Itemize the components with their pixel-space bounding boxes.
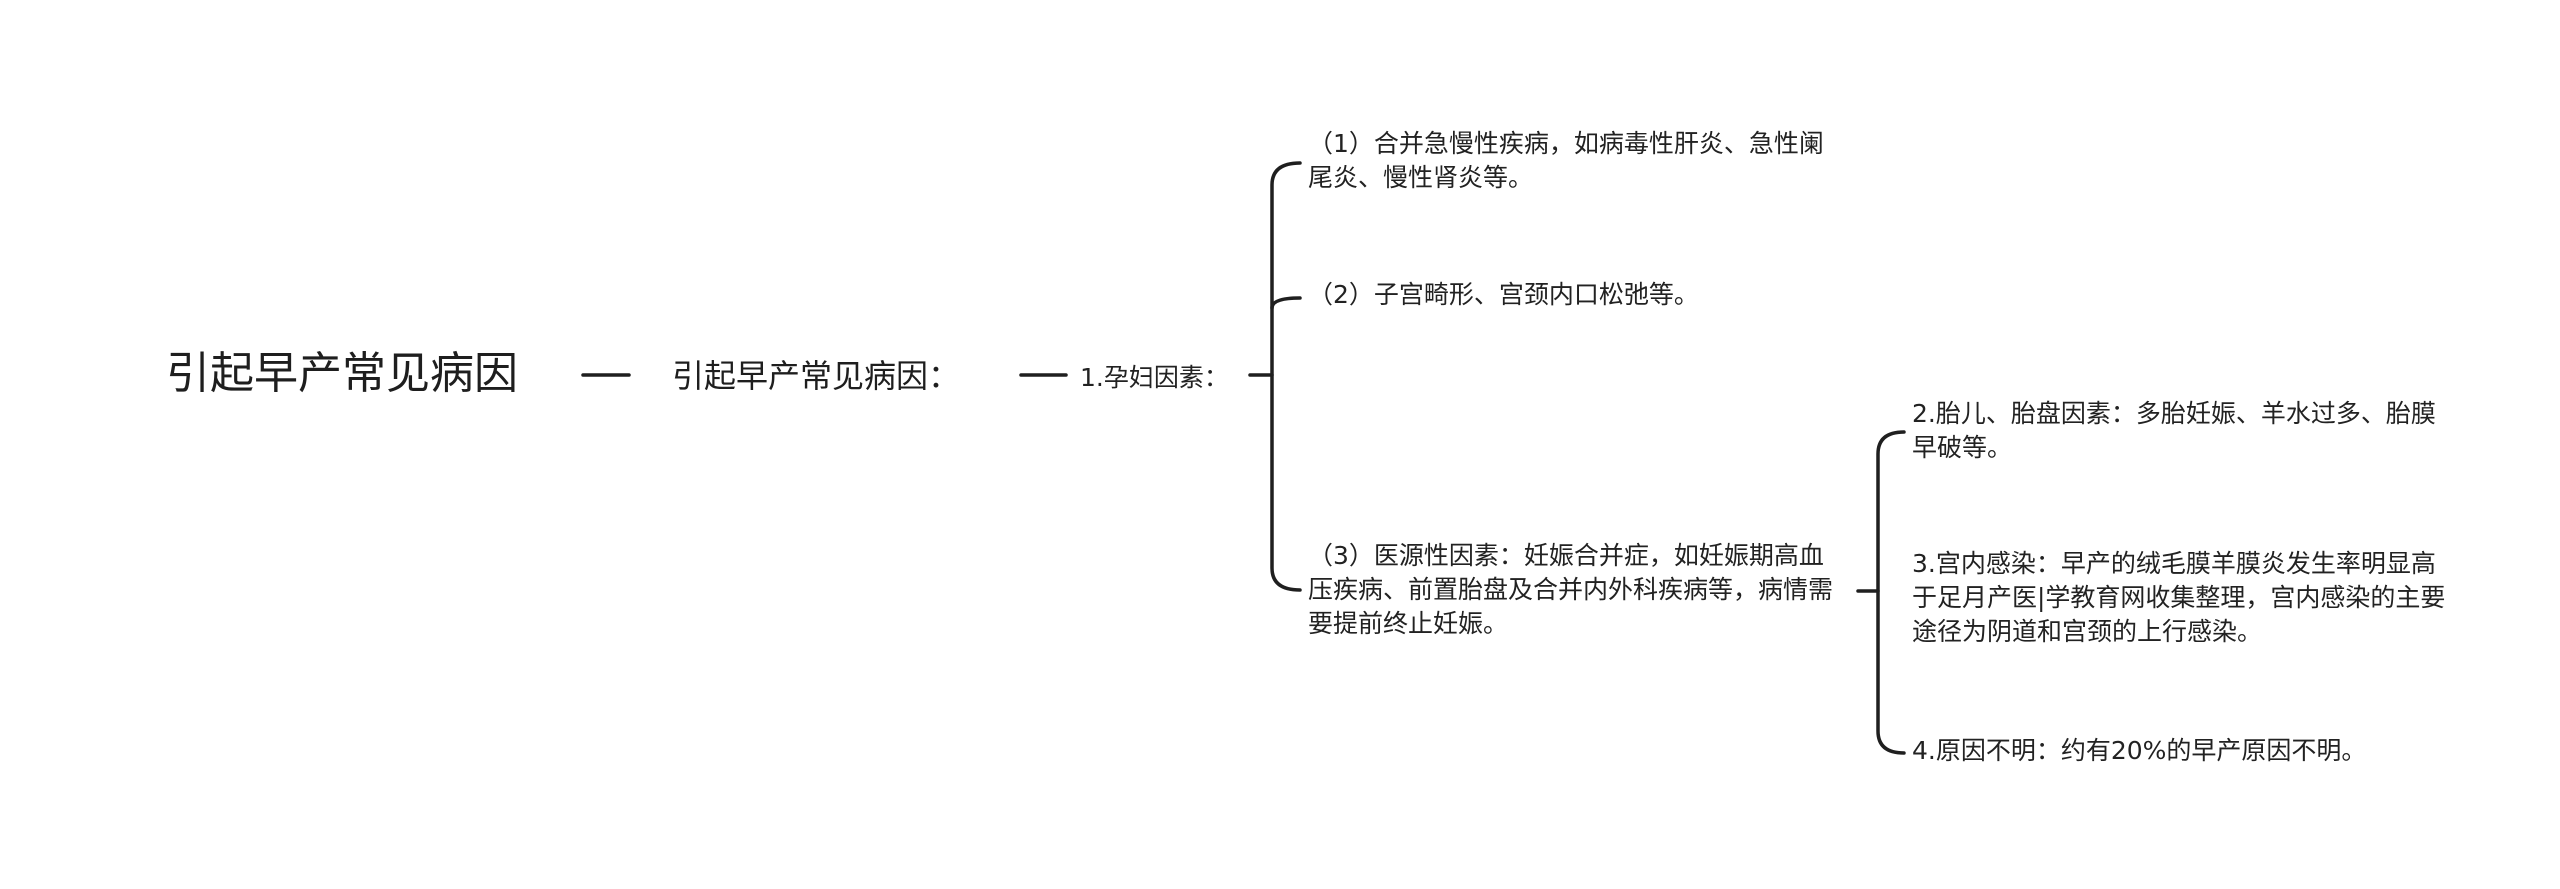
root-topic: 引起早产常见病因 [166,348,518,399]
bracket-b [1876,430,1906,755]
subtopic-level1: 引起早产常见病因： [672,357,961,395]
bracket-a-tick-middle [1270,296,1302,310]
bracket-a [1270,161,1302,592]
subtopic-maternal-factors: 1.孕妇因素： [1080,363,1229,392]
leaf-iatrogenic-factors: （3）医源性因素：妊娠合并症，如妊娠期高血压疾病、前置胎盘及合并内外科疾病等，病… [1308,541,1834,638]
leaf-uterine-abnormality: （2）子宫畸形、宫颈内口松弛等。 [1308,280,1699,309]
leaf-unknown-cause: 4.原因不明：约有20%的早产原因不明。 [1912,736,2367,765]
leaf-intrauterine-infection: 3.宫内感染：早产的绒毛膜羊膜炎发生率明显高于足月产医|学教育网收集整理，宫内感… [1912,549,2446,646]
leaf-chronic-diseases: （1）合并急慢性疾病，如病毒性肝炎、急性阑尾炎、慢性肾炎等。 [1308,129,1824,192]
leaf-fetal-placental-factors: 2.胎儿、胎盘因素：多胎妊娠、羊水过多、胎膜早破等。 [1912,399,2436,462]
